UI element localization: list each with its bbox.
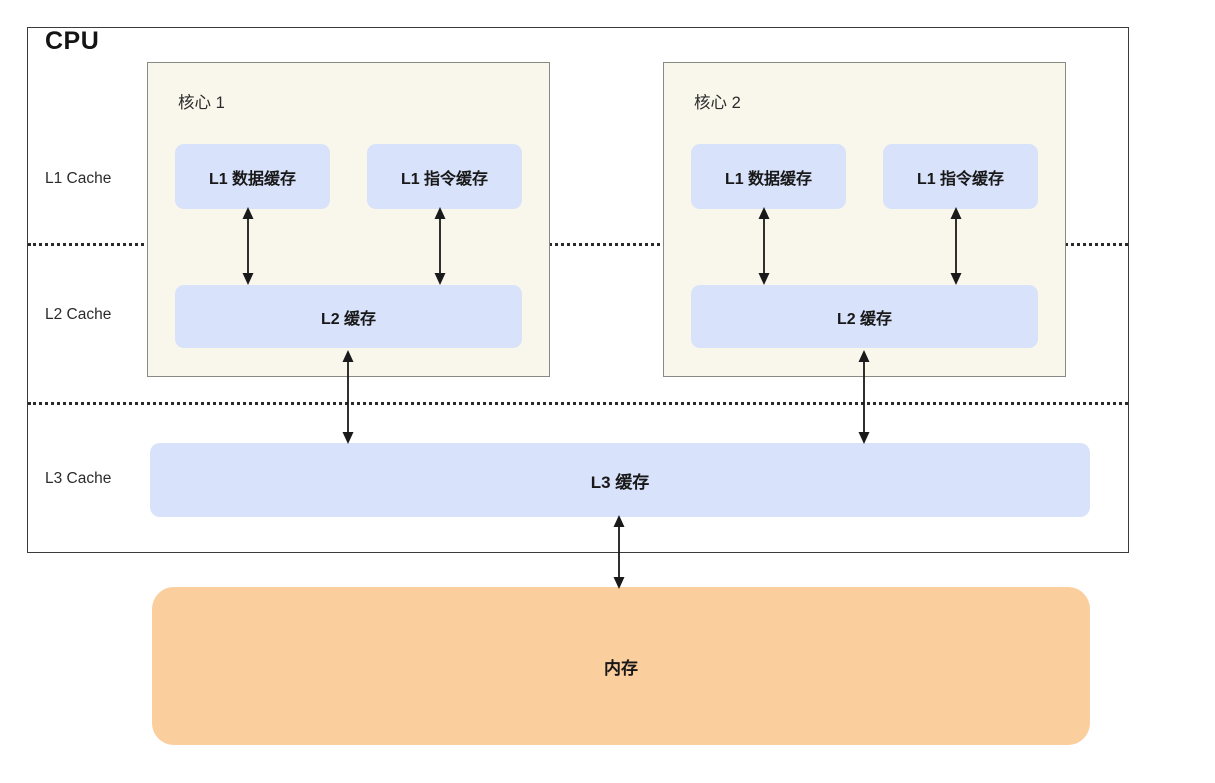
- core-1-l1-instruction-cache: L1 指令缓存: [367, 144, 522, 209]
- core-2-title: 核心 2: [694, 94, 741, 112]
- level-label-l2: L2 Cache: [45, 306, 112, 323]
- core-2-l1-data-cache: L1 数据缓存: [691, 144, 846, 209]
- core-2-container: 核心 2 L1 数据缓存 L1 指令缓存 L2 缓存: [663, 62, 1066, 377]
- core-1-l1-data-cache: L1 数据缓存: [175, 144, 330, 209]
- memory-block: 内存: [152, 587, 1090, 745]
- core-1-title: 核心 1: [178, 94, 225, 112]
- core-1-container: 核心 1 L1 数据缓存 L1 指令缓存 L2 缓存: [147, 62, 550, 377]
- core-2-l2-cache: L2 缓存: [691, 285, 1038, 348]
- divider-l1-l2: [28, 243, 1128, 246]
- level-label-l1: L1 Cache: [45, 170, 112, 187]
- level-label-l3: L3 Cache: [45, 470, 112, 487]
- cpu-title: CPU: [45, 27, 100, 55]
- core-1-l2-cache: L2 缓存: [175, 285, 522, 348]
- core-2-l1-instruction-cache: L1 指令缓存: [883, 144, 1038, 209]
- divider-l2-l3: [28, 402, 1128, 405]
- l3-cache-block: L3 缓存: [150, 443, 1090, 517]
